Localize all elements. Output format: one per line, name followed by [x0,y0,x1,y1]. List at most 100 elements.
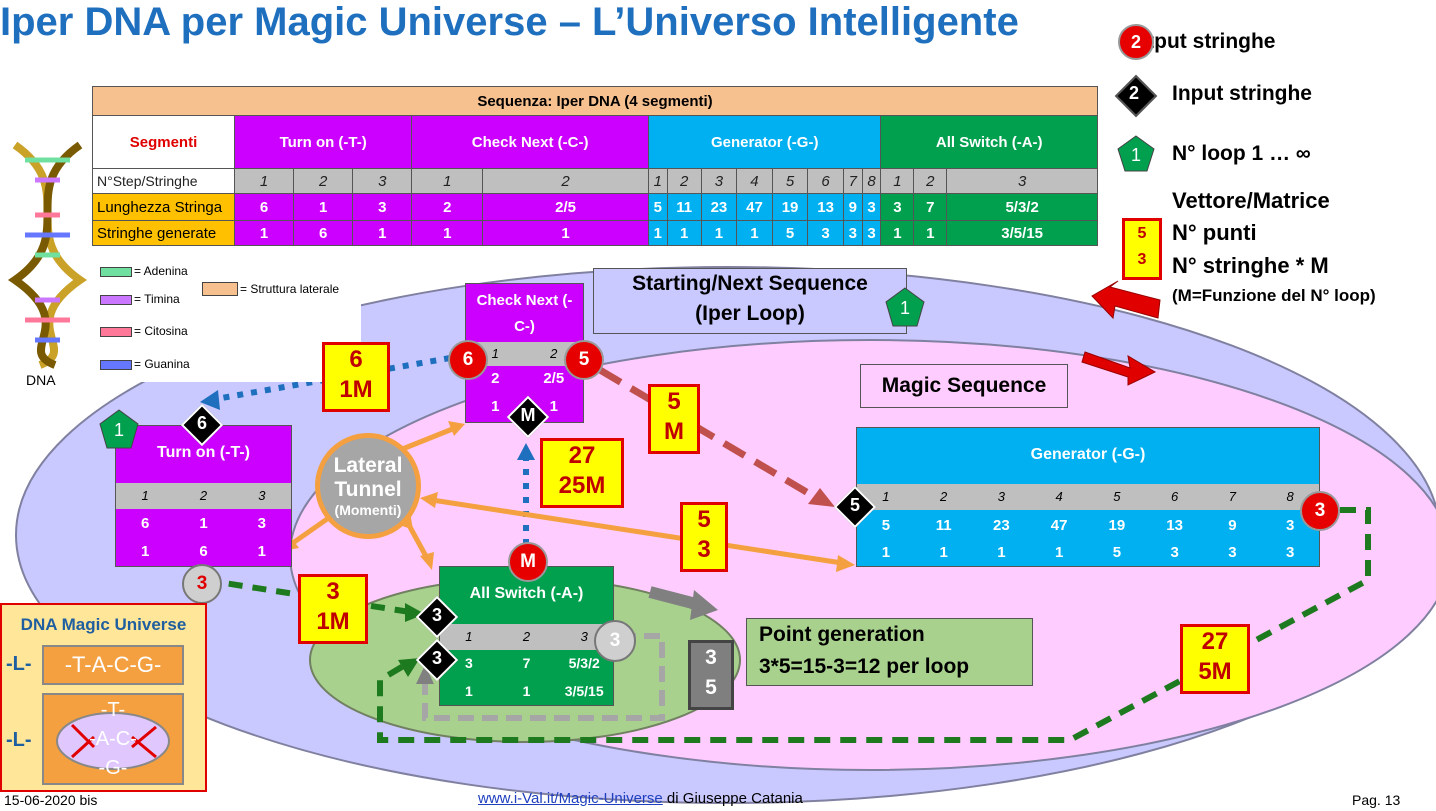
generated-cell: 3/5/15 [946,220,1098,246]
row-gen-label: Stringhe generate [92,220,235,246]
legend-citosina: = Citosina [134,324,188,338]
legend-loop-label: N° loop 1 … ∞ [1172,142,1311,165]
dna-magic-universe-box: DNA Magic Universe -L- -T-A-C-G- -L- -T-… [0,603,207,792]
vector-title: Vettore/Matrice [1172,188,1330,213]
generated-cell: 1 [736,220,773,246]
turn-on-output: 3 [182,564,222,604]
point-generation-box: Point generation 3*5=15-3=12 per loop [746,618,1033,686]
output-badge: 2 [1118,24,1154,60]
length-cell: 5 [647,193,668,221]
orange-arrow-generator [431,497,843,566]
step-cell: 5 [771,168,809,194]
footer-page: Pag. 13 [1352,792,1401,808]
length-cell: 9 [842,193,863,221]
segment-check-next: Check Next (-C-) [411,115,649,169]
all-switch-title: All Switch (-A-) [469,585,584,602]
segment-all-switch: All Switch (-A-) [880,115,1098,169]
check-next-title: Check Next (-C-) [476,292,573,335]
sequence-table: Sequenza: Iper DNA (4 segmenti) Segmenti… [92,86,1098,246]
step-cell: 1 [880,168,915,194]
arrow-check-to-generator [598,366,822,504]
all-switch-input-bottom-label: 3 [431,648,442,668]
length-cell: 47 [736,193,773,221]
point-gen-line2: 3*5=15-3=12 per loop [759,655,970,678]
check-next-output-left: 6 [448,340,488,380]
step-cell: 1 [411,168,484,194]
legend-laterale: = Struttura laterale [240,282,340,296]
length-cell: 5/3/2 [946,193,1098,221]
step-cell: 2 [666,168,702,194]
step-cell: 6 [807,168,844,194]
legend-output: 2 Output stringhe [1118,24,1275,60]
step-cell: 3 [352,168,413,194]
magic-box-l2: -L- [6,729,32,751]
footer-credit: www.i-Val.it/Magic-Universe di Giuseppe … [478,790,803,807]
segment-generator: Generator (-G-) [647,115,882,169]
arrow-switch-loop [422,633,665,721]
loop-pentagon-icon: 1 [884,286,926,328]
length-cell: 7 [913,193,948,221]
length-cell: 6 [233,193,295,221]
length-cell: 23 [700,193,738,221]
generated-cell: 1 [913,220,948,246]
legend-guanina: = Guanina [134,357,190,371]
footer-date: 15-06-2020 bis [4,792,98,808]
red-arrow-left [1091,280,1161,320]
arrow-generator-to-switch [377,507,1371,743]
length-cell: 19 [771,193,809,221]
generated-cell: 6 [293,220,354,246]
magic-box-title: DNA Magic Universe [20,615,187,634]
magic-sequence-label: Magic Sequence [860,364,1068,408]
legend-input: 2 Input stringhe [1114,74,1312,118]
length-cell: 2 [411,193,484,221]
turn-on-title: Turn on (-T-) [157,444,250,461]
vector-line2: N° stringhe * M [1172,253,1329,278]
step-cell: 1 [233,168,295,194]
all-switch-output: 3 [594,620,636,662]
starting-label: Starting/Next Sequence [632,272,868,295]
length-cell: 2/5 [482,193,649,221]
row-len-label: Lunghezza Stringa [92,193,235,221]
generated-cell: 1 [482,220,649,246]
footer-link[interactable]: www.i-Val.it/Magic-Universe [478,790,663,807]
step-cell: 1 [647,168,668,194]
step-cell: 2 [913,168,948,194]
legend-loop: 1 N° loop 1 … ∞ [1116,134,1311,174]
arrow-switch-to-point [648,586,702,611]
generated-cell: 1 [666,220,702,246]
point-gen-line1: Point generation [759,623,925,646]
generator-input-label: 5 [849,495,860,515]
check-next-output-right: 5 [564,340,604,380]
step-cell: 8 [861,168,882,194]
legend-timina: = Timina [134,292,180,306]
step-cell: 7 [842,168,863,194]
turn-on-loop-pentagon-icon: 1 [98,408,140,450]
orange-arrow-switch [407,525,431,562]
length-cell: 3 [352,193,413,221]
dna-helix-icon [7,141,88,369]
footer-author: di Giuseppe Catania [662,790,803,807]
legend-input-label: Input stringhe [1172,82,1312,105]
length-cell: 1 [293,193,354,221]
generated-cell: 3 [842,220,863,246]
turn-on-input-label: 6 [196,413,207,433]
generated-cell: 1 [700,220,738,246]
input-badge: 2 [1114,74,1158,118]
table-header: Sequenza: Iper DNA (4 segmenti) [92,86,1098,116]
